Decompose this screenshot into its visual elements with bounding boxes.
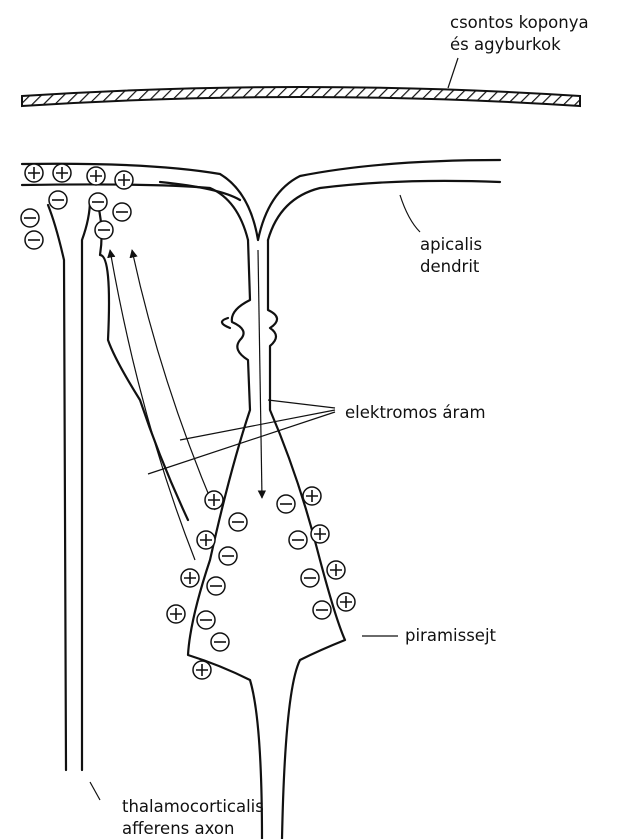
axon-label-line2: afferens axon [122,819,234,838]
plus-charge-icon [181,569,199,587]
minus-charge-icon [229,513,247,531]
apical-label-line1: apicalis [420,235,482,254]
minus-charge-icon [211,633,229,651]
minus-charge-icon [25,231,43,249]
plus-charge-icon [327,561,345,579]
minus-charge-icon [301,569,319,587]
plus-charge-icon [87,167,105,185]
minus-charge-icon [95,221,113,239]
plus-charge-icon [303,487,321,505]
minus-charge-icon [277,495,295,513]
current-label: elektromos áram [345,403,486,422]
plus-charge-icon [205,491,223,509]
apical-label-line2: dendrit [420,257,480,276]
minus-charge-icon [219,547,237,565]
skull-label-line1: csontos koponya [450,13,589,32]
axon-label-line1: thalamocorticalis [122,797,264,816]
minus-charge-icon [313,601,331,619]
plus-charge-icon [337,593,355,611]
minus-charge-icon [49,191,67,209]
thalamocortical-axon [48,200,188,770]
minus-charge-icon [289,531,307,549]
plus-charge-icon [167,605,185,623]
minus-charge-icon [197,611,215,629]
skull-band [22,87,580,106]
skull-label-line2: és agyburkok [450,35,561,54]
plus-charge-icon [53,164,71,182]
apical-leader-line [400,195,420,232]
pyramidal-label: piramissejt [405,626,497,645]
skull-leader-line [448,58,458,88]
minus-charge-icon [113,203,131,221]
plus-charge-icon [197,531,215,549]
axon-leader-line [90,782,100,800]
plus-charge-icon [311,525,329,543]
plus-charge-icon [25,164,43,182]
minus-charge-icon [207,577,225,595]
plus-charge-icon [115,171,133,189]
plus-charge-icon [193,661,211,679]
current-arrows [110,250,215,560]
minus-charge-icon [89,193,107,211]
minus-charge-icon [21,209,39,227]
